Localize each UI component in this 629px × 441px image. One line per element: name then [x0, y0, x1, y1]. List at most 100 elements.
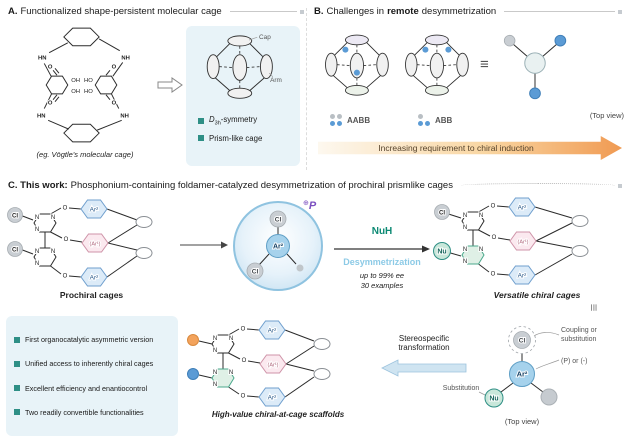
ar1-ring — [259, 354, 287, 374]
panel-b-label: B. — [314, 6, 324, 17]
ar2-label: Ar² — [518, 205, 528, 212]
symmetry-d: D — [209, 115, 215, 124]
chiral-induction-text: Increasing requirement to chiral inducti… — [378, 143, 534, 153]
ar1-label: (Ar¹) — [518, 240, 529, 246]
legend-abb-label: ABB — [435, 115, 453, 125]
atom-label-n: N — [213, 370, 217, 376]
prism-aabb — [325, 34, 389, 96]
arm-dot — [296, 264, 304, 272]
feature-prism: Prism-like cage — [198, 134, 300, 143]
atom-label-o: O — [112, 64, 117, 70]
panel-a-title: Functionalized shape-persistent molecula… — [20, 6, 222, 17]
atom-label-n: N — [213, 348, 217, 354]
chiral-induction-arrow: Increasing requirement to chiral inducti… — [318, 136, 622, 160]
ar2-label: Ar² — [90, 207, 100, 214]
triazine-n-labels: N N N N N N — [34, 214, 56, 268]
atom-label-hn: HN — [38, 56, 47, 62]
ar2-ring — [508, 197, 536, 217]
atom-label-n: N — [229, 336, 233, 342]
atom-label-oh: OH — [71, 89, 80, 95]
atom-label-n: N — [463, 259, 467, 265]
panel-a-header: A. Functionalized shape-persistent molec… — [8, 6, 304, 17]
scaffold-structure: N N N N N N O O O Ar² (Ar¹) Ar² — [187, 320, 331, 407]
atom-label-cl: Cl — [519, 338, 526, 345]
stereospecific-text: Stereospecific transformation — [386, 334, 462, 352]
panel-c-divider-square — [618, 183, 622, 188]
legend-aabb-label: AABB — [347, 115, 371, 125]
bullet-square-icon — [198, 117, 204, 124]
examples-note: 30 examples — [360, 281, 404, 290]
panel-b-divider-line — [504, 11, 615, 12]
key-point: Unified access to inherently chiral cage… — [14, 359, 170, 368]
cl-substituent — [269, 210, 287, 228]
scaffold-label: High-value chiral-at-cage scaffolds — [211, 410, 345, 419]
implies-arrow-icon — [157, 77, 183, 93]
atom-label-nu: Nu — [437, 249, 446, 256]
atom-label-n: N — [51, 249, 55, 255]
atom-label-n: N — [463, 213, 467, 219]
ar2-label: Ar² — [268, 328, 278, 335]
triazine-n-labels: N N N N N N — [212, 335, 234, 389]
ar2-core — [509, 361, 535, 387]
panel-b-title-remote: remote — [387, 6, 419, 17]
converted-group-orange — [187, 334, 199, 346]
triazine-ring — [211, 334, 235, 354]
arm-a-dot — [503, 34, 516, 47]
aabb-dots-icon — [330, 114, 342, 126]
atom-label-nu: Nu — [489, 396, 498, 403]
key-point: Excellent efficiency and enantiocontrol — [14, 384, 170, 393]
panel-c-title: Phosphonium-containing foldamer-catalyze… — [70, 180, 453, 191]
ar2-core — [266, 234, 290, 258]
substituent-b-dot — [342, 46, 349, 53]
substituent-b-dot — [422, 46, 429, 53]
symmetry-sub: 3h — [214, 120, 221, 127]
atom-label-cl: Cl — [439, 211, 445, 217]
ar1-label: (Ar¹) — [90, 242, 101, 248]
bullet-square-icon — [198, 135, 204, 142]
nu-substituent — [433, 242, 451, 260]
key-point: First organocatalytic asymmetric version — [14, 335, 170, 344]
atom-label-n: N — [35, 215, 39, 221]
cage-bonds — [198, 328, 331, 398]
arm-dot — [540, 388, 558, 406]
atom-label-n: N — [479, 213, 483, 219]
atom-label-n: N — [213, 382, 217, 388]
atom-label-cl: Cl — [12, 214, 18, 220]
atom-label-o: O — [63, 274, 68, 280]
top-view-diagram-b — [503, 34, 567, 100]
feature-symmetry: D3h-symmetry — [198, 115, 300, 127]
prism-shape — [325, 34, 389, 96]
stereospecific-line1: Stereospecific — [398, 334, 450, 343]
atom-label-cl: Cl — [12, 248, 18, 254]
panel-b-title-post: desymmetrization — [421, 6, 497, 17]
ar1-ring — [81, 233, 109, 253]
prochiral-cage-structure: Cl Cl N N N N N N O O O Ar² (Ar¹) Ar² — [7, 199, 153, 287]
atom-label-n: N — [35, 249, 39, 255]
chiral-triazine-ring — [461, 245, 485, 265]
atom-label-n: N — [51, 215, 55, 221]
atom-label-o: O — [48, 64, 53, 70]
ar1-ring — [509, 231, 537, 251]
atom-label-ho: HO — [84, 78, 93, 84]
panel-b-header: B. Challenges in remote desymmetrization — [314, 6, 622, 17]
macrocycle-atom-labels: HN NH HN NH O O O O OH HO OH HO — [36, 55, 131, 121]
cl-substituent — [7, 207, 23, 223]
abb-dots-icon — [418, 114, 430, 126]
triazine-ring — [33, 213, 57, 233]
atom-label-hn: HN — [37, 113, 46, 119]
legend-aabb: AABB — [330, 114, 370, 126]
bullet-square-icon — [14, 360, 20, 367]
cl-substituent — [246, 262, 264, 280]
arm-b-dot — [529, 87, 541, 100]
ar2-ring — [258, 387, 286, 407]
key-point-text: Two readily convertible functionalities — [25, 407, 144, 417]
nu-substituent — [484, 388, 504, 408]
atom-label-n: N — [35, 227, 39, 233]
cl-substituent — [513, 331, 531, 349]
substitution-note: Substitution — [443, 385, 480, 392]
cl-substituent — [7, 241, 23, 257]
atom-label-oh: OH — [71, 78, 80, 84]
panel-a-divider-line — [229, 11, 297, 12]
converted-group-blue — [187, 368, 199, 380]
stereospecific-line2: transformation — [398, 343, 450, 352]
